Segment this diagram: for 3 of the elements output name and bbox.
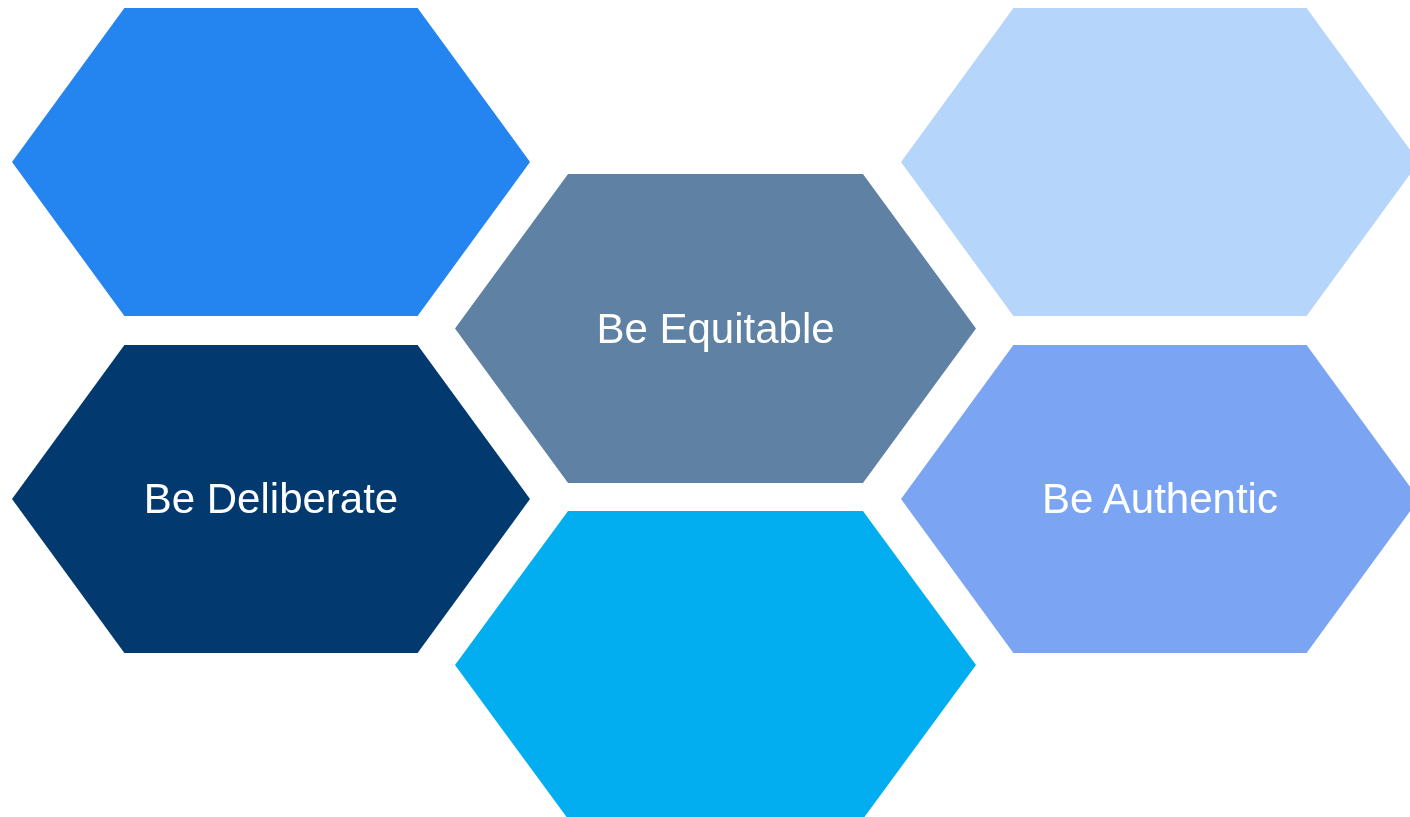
hexagon-label: Be Authentic: [1041, 475, 1279, 523]
hexagon-label: Be Deliberate: [142, 475, 400, 523]
hexagon-label: Be Equitable: [595, 304, 836, 353]
